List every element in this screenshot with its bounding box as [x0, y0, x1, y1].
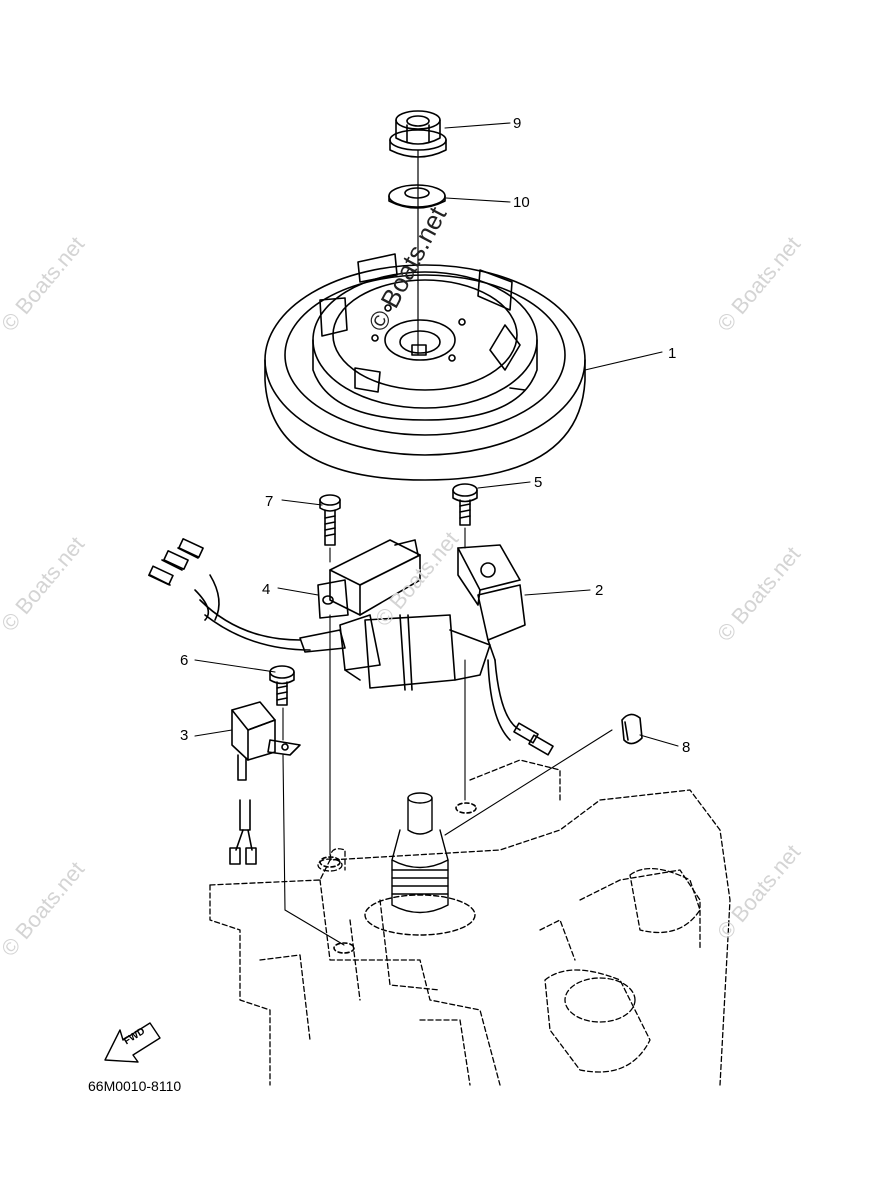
forward-direction-arrow: [104, 1022, 161, 1063]
callout-1: 1: [668, 345, 677, 362]
charge-coil-part-4: [317, 539, 421, 619]
callout-8: 8: [682, 739, 691, 756]
pulser-part-3: [229, 701, 301, 865]
washer-part-10: [388, 184, 446, 209]
wiring-harness: [148, 538, 311, 651]
flywheel-rotor-part-1: [264, 253, 586, 481]
woodruff-key-part-8: [621, 713, 643, 745]
callout-5: 5: [534, 474, 543, 491]
engine-block-outline: [209, 759, 731, 1086]
callout-10: 10: [513, 194, 530, 211]
ignition-coil-part-2: [457, 544, 554, 756]
bolt-part-6: [269, 665, 295, 706]
mounting-bosses: [319, 802, 477, 954]
pulser-coil-assembly: [299, 614, 491, 691]
callout-2: 2: [595, 582, 604, 599]
part-code: 66M0010-8110: [88, 1078, 182, 1094]
crankshaft-end: [364, 792, 476, 936]
callout-3: 3: [180, 727, 189, 744]
bolt-part-7: [319, 494, 341, 546]
leader-lines: [194, 122, 679, 946]
callout-7: 7: [265, 493, 274, 510]
bolt-part-5: [452, 483, 478, 526]
callout-6: 6: [180, 652, 189, 669]
callout-9: 9: [513, 115, 522, 132]
callout-4: 4: [262, 581, 271, 598]
